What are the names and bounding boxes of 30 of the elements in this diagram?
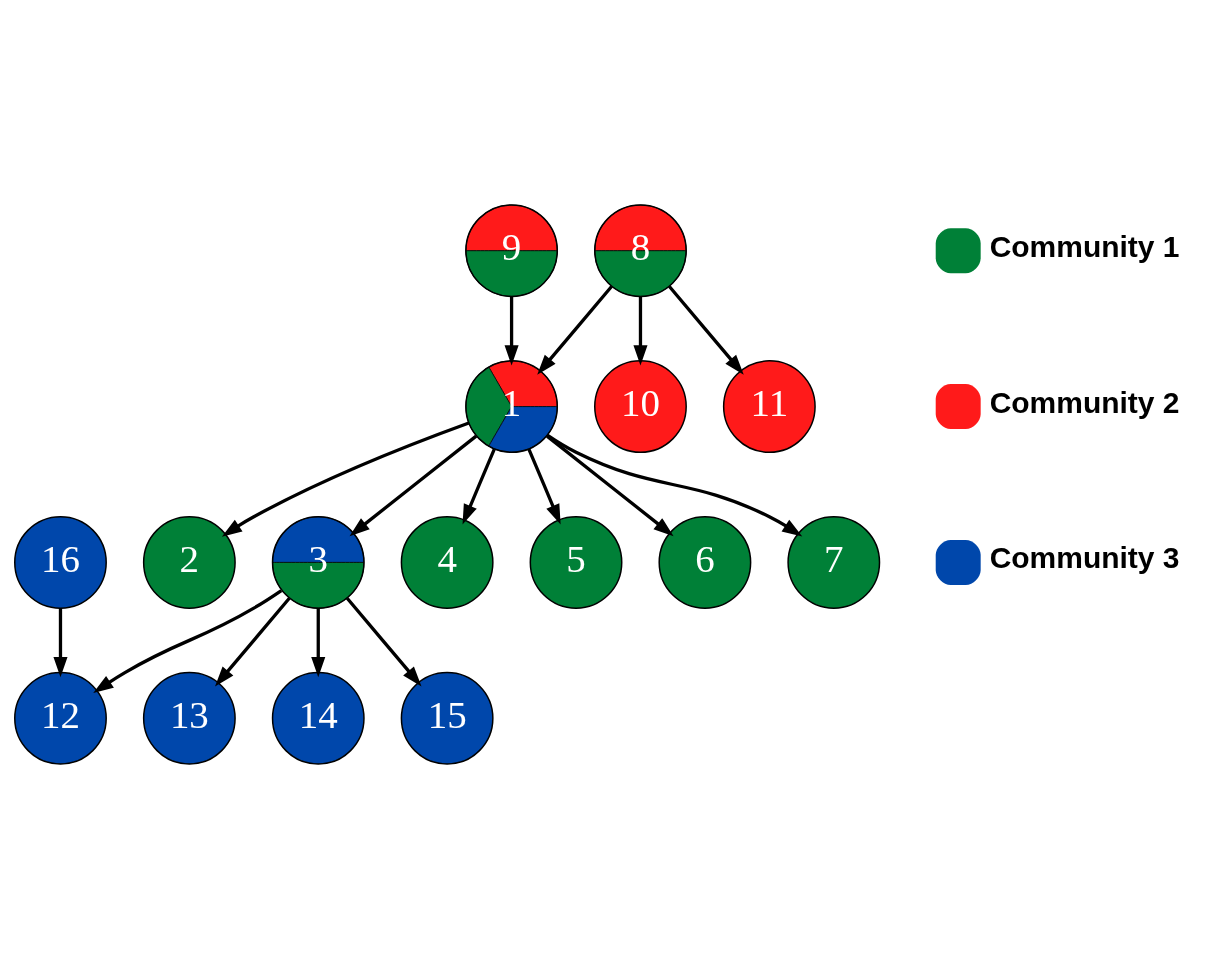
arrow — [345, 597, 422, 687]
node-circle: 5 — [529, 515, 623, 609]
node-circle: 11 — [722, 360, 816, 454]
legend-label: Community 3 — [989, 541, 1180, 575]
arrow — [349, 434, 478, 537]
arrow — [93, 589, 283, 693]
arrow — [537, 285, 613, 375]
arrow — [462, 448, 496, 525]
arrow — [546, 433, 803, 537]
arrow — [221, 421, 470, 537]
node-circle: 4 — [400, 515, 494, 609]
arrow — [53, 608, 68, 678]
node-circle: 14 — [271, 671, 365, 765]
legend-label: Community 1 — [989, 229, 1180, 263]
arrow — [504, 296, 519, 366]
arrow — [527, 448, 561, 525]
node-circle: 12 — [14, 671, 107, 765]
arrow — [668, 285, 744, 375]
node-circle: 2 — [142, 515, 236, 609]
arrow — [215, 597, 291, 687]
node-circle: 10 — [594, 360, 687, 454]
legend-label: Community 2 — [989, 385, 1180, 419]
node-circle: 15 — [400, 671, 494, 765]
arrow — [546, 434, 674, 537]
node-circle: 13 — [142, 671, 236, 765]
arrow — [633, 296, 648, 366]
node-circle: 7 — [787, 515, 881, 609]
node-circle: 6 — [658, 515, 752, 609]
node-circle: 16 — [14, 515, 107, 609]
arrow — [311, 608, 326, 678]
